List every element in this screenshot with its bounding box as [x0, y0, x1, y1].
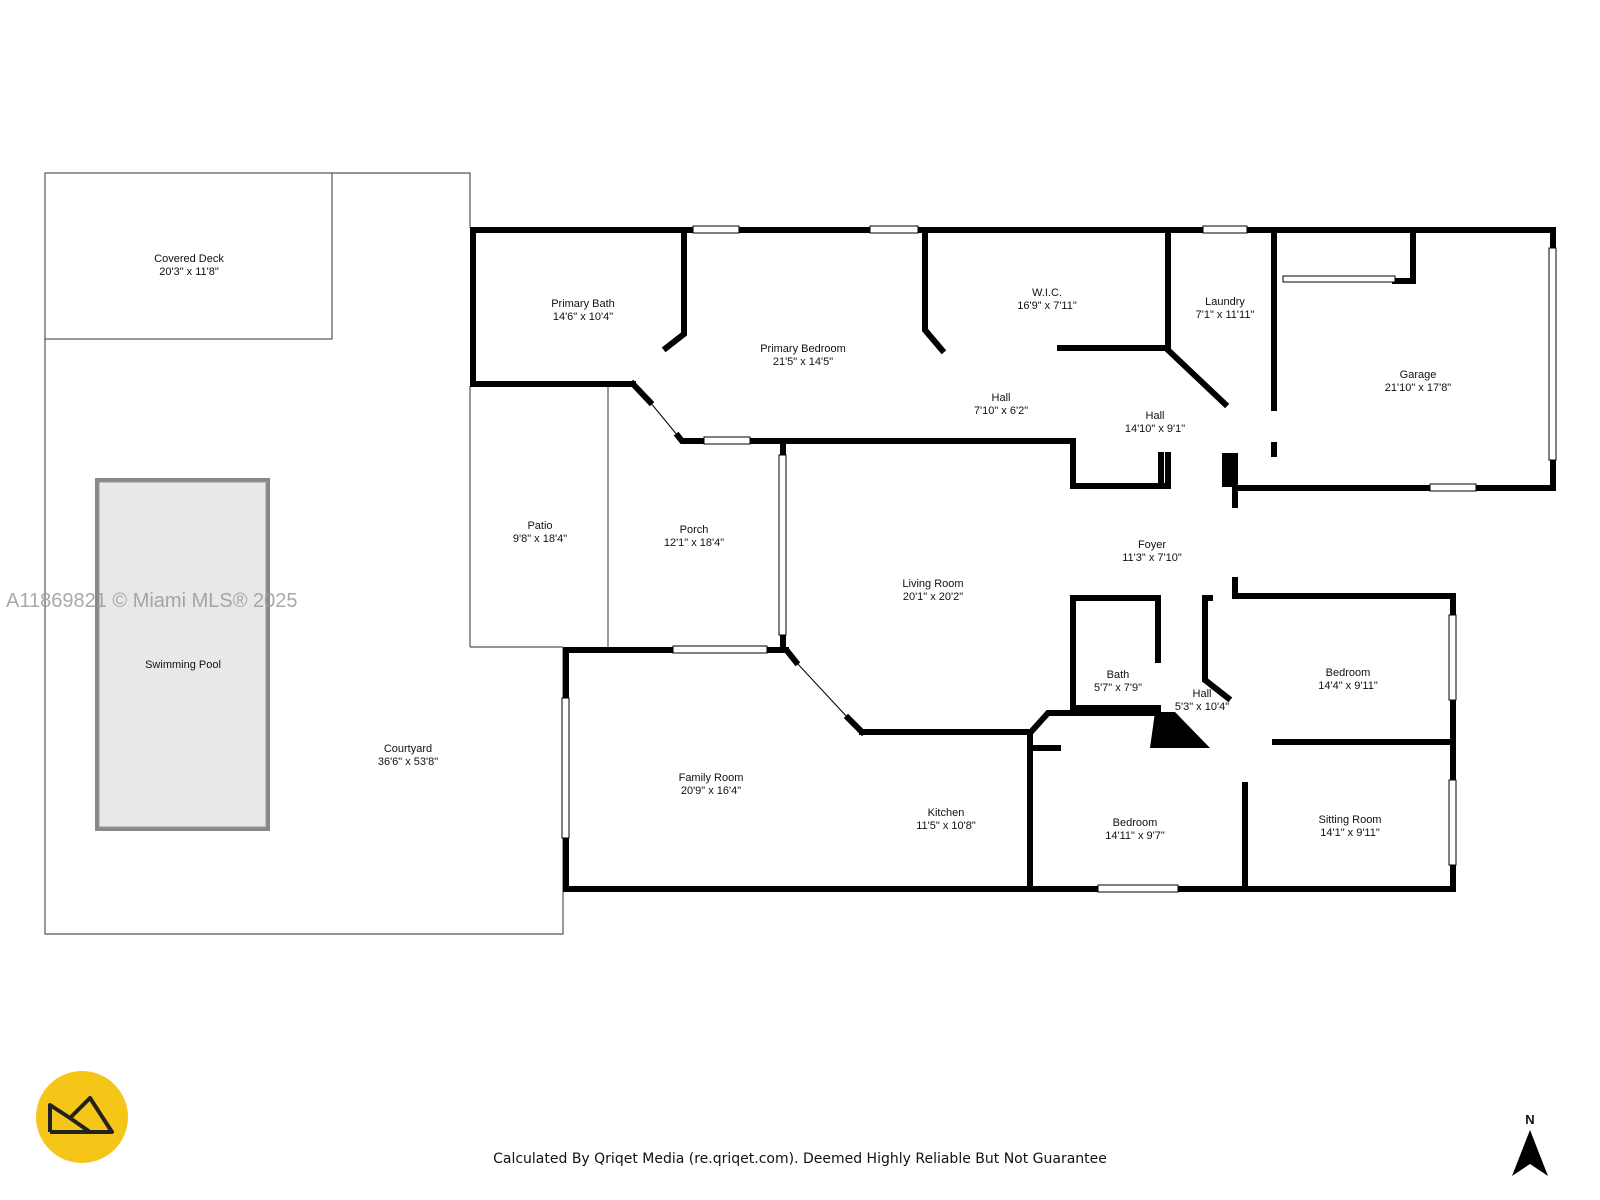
courtyard-label: Courtyard	[384, 743, 432, 755]
laundry-dim: 7'1" x 11'11"	[1196, 309, 1255, 321]
hall-lower-dim: 5'3" x 10'4"	[1175, 701, 1229, 713]
living-room-dim: 20'1" x 20'2"	[903, 591, 963, 603]
primary-bedroom-label: Primary Bedroom	[760, 343, 846, 355]
wic-dim: 16'9" x 7'11"	[1017, 300, 1077, 312]
foyer-dim: 11'3" x 7'10"	[1122, 552, 1182, 564]
garage-label: Garage	[1400, 369, 1437, 381]
laundry-label: Laundry	[1205, 296, 1245, 308]
wic-label: W.I.C.	[1032, 287, 1062, 299]
hall-mid-label: Hall	[1146, 410, 1165, 422]
foyer-label: Foyer	[1138, 539, 1166, 551]
patio-label: Patio	[527, 520, 552, 532]
sitting-room-dim: 14'1" x 9'11"	[1320, 827, 1380, 839]
north-arrow-icon	[1512, 1130, 1548, 1176]
bedroom-lower-label: Bedroom	[1113, 817, 1158, 829]
bath-label: Bath	[1107, 669, 1130, 681]
footer-credit: Calculated By Qriqet Media (re.qriqet.co…	[493, 1151, 1107, 1167]
kitchen-dim: 11'5" x 10'8"	[916, 820, 976, 832]
swimming-pool-label: Swimming Pool	[145, 659, 221, 671]
bedroom-right-label: Bedroom	[1326, 667, 1371, 679]
sitting-room-label: Sitting Room	[1319, 814, 1382, 826]
courtyard-dim: 36'6" x 53'8"	[378, 756, 438, 768]
windows	[561, 225, 1557, 893]
garage-dim: 21'10" x 17'8"	[1385, 382, 1452, 394]
family-room-dim: 20'9" x 16'4"	[681, 785, 741, 797]
swimming-pool-shape	[95, 478, 270, 831]
porch-dim: 12'1" x 18'4"	[664, 537, 724, 549]
patio-dim: 9'8" x 18'4"	[513, 533, 567, 545]
bedroom-right-dim: 14'4" x 9'11"	[1318, 680, 1378, 692]
primary-bath-dim: 14'6" x 10'4"	[553, 311, 613, 323]
mls-watermark: A11869821 © Miami MLS® 2025	[6, 590, 297, 612]
walls	[470, 227, 1556, 892]
covered-deck-label: Covered Deck	[154, 253, 224, 265]
bath-dim: 5'7" x 7'9"	[1094, 682, 1142, 694]
covered-deck-dim: 20'3" x 11'8"	[159, 266, 219, 278]
room-labels: Covered Deck 20'3" x 11'8" Swimming Pool…	[145, 253, 1451, 842]
hall-lower-label: Hall	[1193, 688, 1212, 700]
primary-bedroom-dim: 21'5" x 14'5"	[773, 356, 833, 368]
hall-mid-dim: 14'10" x 9'1"	[1125, 423, 1185, 435]
hall-upper-dim: 7'10" x 6'2"	[974, 405, 1028, 417]
primary-bath-label: Primary Bath	[551, 298, 615, 310]
porch-label: Porch	[680, 524, 709, 536]
family-room-label: Family Room	[679, 772, 744, 784]
hall-upper-label: Hall	[992, 392, 1011, 404]
living-room-label: Living Room	[902, 578, 963, 590]
bedroom-lower-dim: 14'11" x 9'7"	[1105, 830, 1165, 842]
kitchen-label: Kitchen	[928, 807, 965, 819]
north-label: N	[1525, 1112, 1534, 1127]
qriqet-logo-icon	[36, 1071, 128, 1163]
